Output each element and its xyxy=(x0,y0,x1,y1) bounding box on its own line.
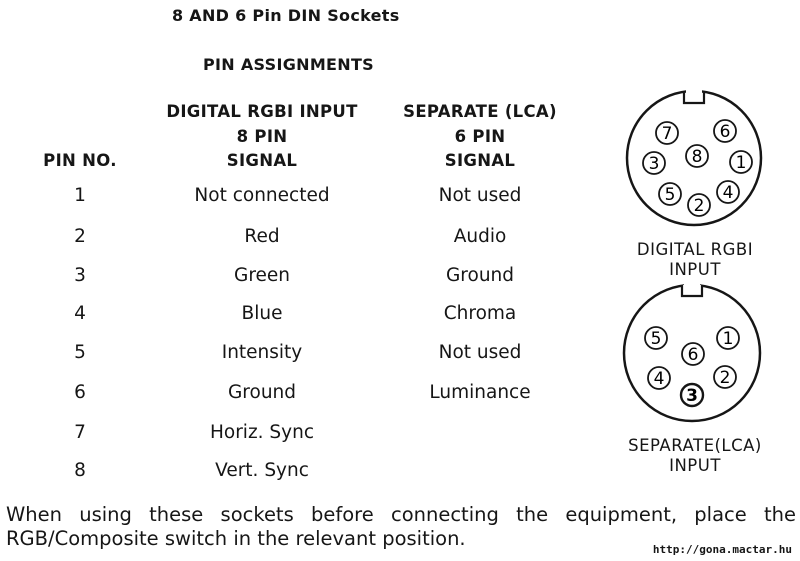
rgbi-pin-1: 1 xyxy=(729,150,753,174)
rgbi-pin-6: 6 xyxy=(713,119,737,143)
rgbi-pin-8: 8 xyxy=(685,144,709,168)
header-rgbi-signal: SIGNAL xyxy=(226,151,298,170)
svg-text:8: 8 xyxy=(692,147,703,167)
lca-signal: Not used xyxy=(438,185,522,206)
svg-text:2: 2 xyxy=(694,196,705,216)
lca-signal: Audio xyxy=(453,226,507,247)
rgbi-pin-5: 5 xyxy=(658,182,682,206)
rgbi-pin-7: 7 xyxy=(655,121,679,145)
rgbi-pin-3: 3 xyxy=(642,151,666,175)
svg-text:1: 1 xyxy=(723,329,734,349)
lca-pin-5: 5 xyxy=(644,326,668,350)
svg-text:5: 5 xyxy=(651,329,662,349)
header-lca-title: SEPARATE (LCA) xyxy=(403,102,557,121)
lca-signal: Ground xyxy=(445,265,515,286)
rgbi-socket-label: DIGITAL RGBI INPUT xyxy=(600,240,790,280)
lca-socket-label: SEPARATE(LCA) INPUT xyxy=(598,436,792,476)
svg-text:2: 2 xyxy=(720,368,731,388)
rgbi-pin-2: 2 xyxy=(687,193,711,217)
document-title: 8 AND 6 Pin DIN Sockets xyxy=(172,6,400,25)
lca-signal: Not used xyxy=(438,342,522,363)
lca-pin-3: 3 xyxy=(679,382,705,408)
svg-text:6: 6 xyxy=(720,122,731,142)
lca-pin-2: 2 xyxy=(713,365,737,389)
rgbi-signal: Horiz. Sync xyxy=(209,422,315,443)
din-socket-diagrams: 7 6 8 3 1 5 4 2 5 1 6 4 2 3 xyxy=(622,89,763,423)
rgbi-pin-group: 7 6 8 3 1 5 4 2 xyxy=(642,119,753,217)
svg-text:4: 4 xyxy=(654,369,665,389)
usage-note: When using these sockets before connecti… xyxy=(6,503,796,551)
header-pin-no: PIN NO. xyxy=(43,151,117,170)
lca-signal: Chroma xyxy=(443,303,517,324)
pin-number: 6 xyxy=(74,382,86,403)
header-lca-pins: 6 PIN xyxy=(454,127,506,146)
header-lca-signal: SIGNAL xyxy=(444,151,516,170)
header-rgbi: DIGITAL RGBI INPUT 8 PIN SIGNAL xyxy=(152,102,372,171)
rgbi-socket-label-line2: INPUT xyxy=(669,260,721,279)
lca-pin-1: 1 xyxy=(716,326,740,350)
pin-number: 1 xyxy=(74,185,86,206)
usage-note-line1: When using these sockets before connecti… xyxy=(6,503,796,526)
rgbi-socket-key xyxy=(682,93,706,105)
rgbi-pin-4: 4 xyxy=(716,180,740,204)
rgbi-signal: Not connected xyxy=(194,185,330,206)
rgbi-socket-key-gap xyxy=(686,89,702,95)
header-lca: SEPARATE (LCA) 6 PIN SIGNAL xyxy=(380,102,580,171)
svg-text:4: 4 xyxy=(723,183,734,203)
pin-number: 3 xyxy=(74,265,86,286)
svg-text:7: 7 xyxy=(662,124,673,144)
svg-text:6: 6 xyxy=(688,345,699,365)
pin-number: 2 xyxy=(74,226,86,247)
lca-signal: Luminance xyxy=(429,382,531,403)
section-heading: PIN ASSIGNMENTS xyxy=(203,55,375,74)
rgbi-signal: Vert. Sync xyxy=(215,460,309,481)
lca-pin-6: 6 xyxy=(681,342,705,366)
svg-text:3: 3 xyxy=(686,386,698,406)
header-rgbi-pins: 8 PIN xyxy=(236,127,288,146)
pin-number: 8 xyxy=(74,460,86,481)
svg-text:5: 5 xyxy=(665,185,676,205)
rgbi-signal: Blue xyxy=(241,303,283,324)
header-rgbi-title: DIGITAL RGBI INPUT xyxy=(166,102,358,121)
lca-socket-label-line1: SEPARATE(LCA) xyxy=(628,436,762,455)
rgbi-signal: Intensity xyxy=(221,342,303,363)
pin-number: 5 xyxy=(74,342,86,363)
lca-socket-key xyxy=(680,285,704,298)
lca-socket-label-line2: INPUT xyxy=(669,456,721,475)
source-url: http://gona.mactar.hu xyxy=(652,543,792,556)
pin-number: 7 xyxy=(74,422,86,443)
lca-pin-group: 5 1 6 4 2 3 xyxy=(644,326,740,408)
rgbi-signal: Green xyxy=(233,265,291,286)
lca-socket-key-gap xyxy=(684,281,700,287)
rgbi-socket-label-line1: DIGITAL RGBI xyxy=(636,240,754,259)
usage-note-line2: RGB/Composite switch in the relevant pos… xyxy=(6,527,466,550)
rgbi-signal: Red xyxy=(244,226,280,247)
svg-text:3: 3 xyxy=(649,154,660,174)
pin-number: 4 xyxy=(74,303,86,324)
lca-pin-4: 4 xyxy=(647,366,671,390)
rgbi-socket-diagram: 7 6 8 3 1 5 4 2 xyxy=(625,89,763,227)
svg-text:1: 1 xyxy=(736,153,747,173)
lca-socket-diagram: 5 1 6 4 2 3 xyxy=(622,281,762,423)
rgbi-signal: Ground xyxy=(227,382,297,403)
